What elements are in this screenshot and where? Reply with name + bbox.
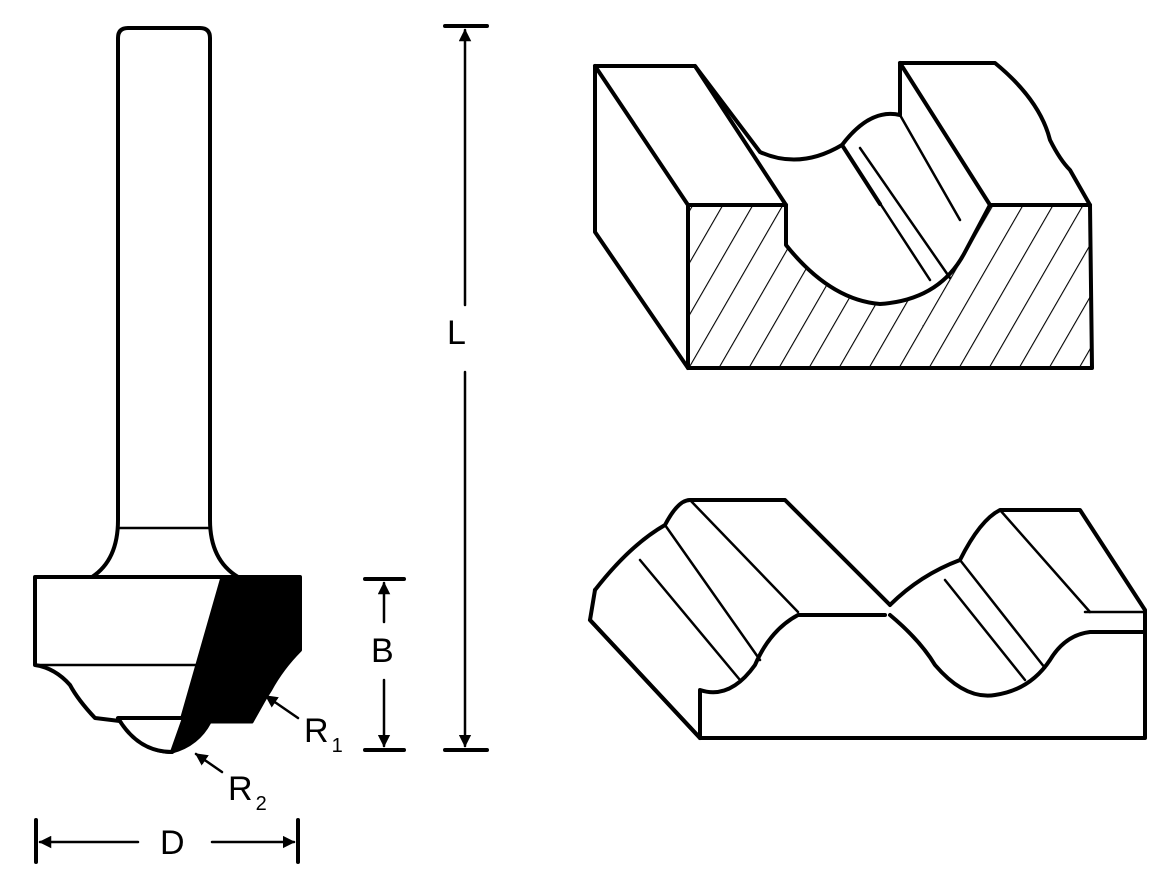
- radius-leaders: [194, 694, 300, 774]
- label-R1-index: 1: [331, 735, 343, 757]
- workpiece-edge-profile: [588, 498, 1147, 740]
- label-D: D: [160, 824, 185, 862]
- label-B: B: [371, 632, 394, 670]
- label-R1-letter: R: [304, 712, 329, 750]
- dimension-B: [363, 577, 406, 752]
- bearing-tip: [116, 716, 186, 754]
- cutter-flute-solid: [170, 575, 302, 754]
- groove-end-grain: [688, 205, 1092, 368]
- label-R2-letter: R: [228, 770, 253, 808]
- router-bit: [33, 26, 302, 754]
- workpiece-groove: [593, 61, 1094, 370]
- dimension-L: [443, 24, 489, 752]
- label-R2-index: 2: [255, 793, 267, 815]
- label-L: L: [447, 314, 466, 352]
- dimension-D: [34, 818, 300, 864]
- bit-shank: [90, 26, 240, 579]
